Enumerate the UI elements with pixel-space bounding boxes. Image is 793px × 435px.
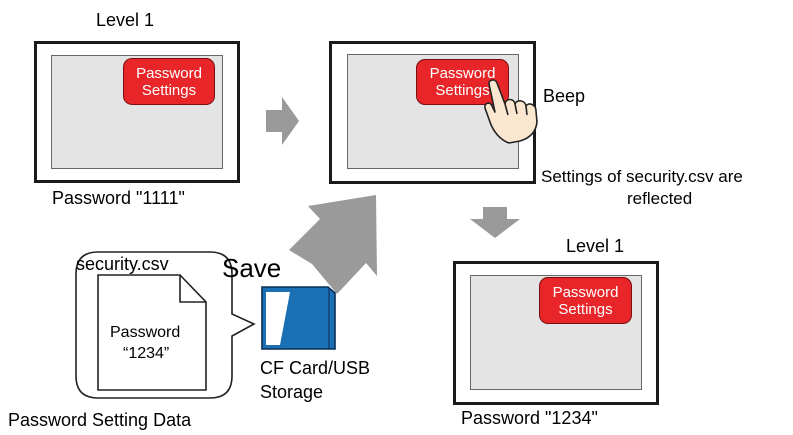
left-password-settings-button[interactable]: Password Settings — [123, 58, 215, 105]
reflect-line1: Settings of security.csv are — [541, 167, 743, 186]
left-password-caption: Password "1111" — [52, 188, 185, 208]
cf-card-icon — [261, 286, 336, 350]
down-arrow-icon — [470, 207, 520, 238]
file-name-label: security.csv — [76, 254, 169, 274]
left-level-label: Level 1 — [96, 10, 155, 30]
left-screen: Password Settings — [34, 41, 240, 183]
storage-line1: CF Card/USB — [260, 358, 371, 378]
hand-pointer-icon — [484, 79, 538, 144]
right-button-line2: Settings — [558, 300, 613, 318]
right-level-label: Level 1 — [566, 236, 625, 256]
reflect-line2: reflected — [627, 189, 693, 208]
right-arrow-icon — [266, 97, 299, 145]
right-password-settings-button[interactable]: Password Settings — [539, 277, 632, 324]
diagonal-arrow-icon — [289, 195, 377, 294]
right-password-caption: Password "1234" — [461, 408, 598, 428]
file-caption: Password Setting Data — [8, 410, 192, 430]
right-button-line1: Password — [552, 283, 619, 301]
storage-line2: Storage — [260, 382, 324, 402]
beep-label: Beep — [543, 86, 586, 106]
document-line2: “1234” — [123, 345, 170, 362]
middle-button-line2: Settings — [435, 82, 490, 99]
left-button-line1: Password — [136, 64, 202, 82]
middle-button-line1: Password — [429, 65, 496, 82]
left-button-line2: Settings — [141, 81, 197, 99]
document-icon — [97, 274, 207, 391]
save-label: Save — [222, 253, 282, 283]
right-screen: Password Settings — [453, 261, 659, 405]
document-line1: Password — [110, 324, 181, 341]
